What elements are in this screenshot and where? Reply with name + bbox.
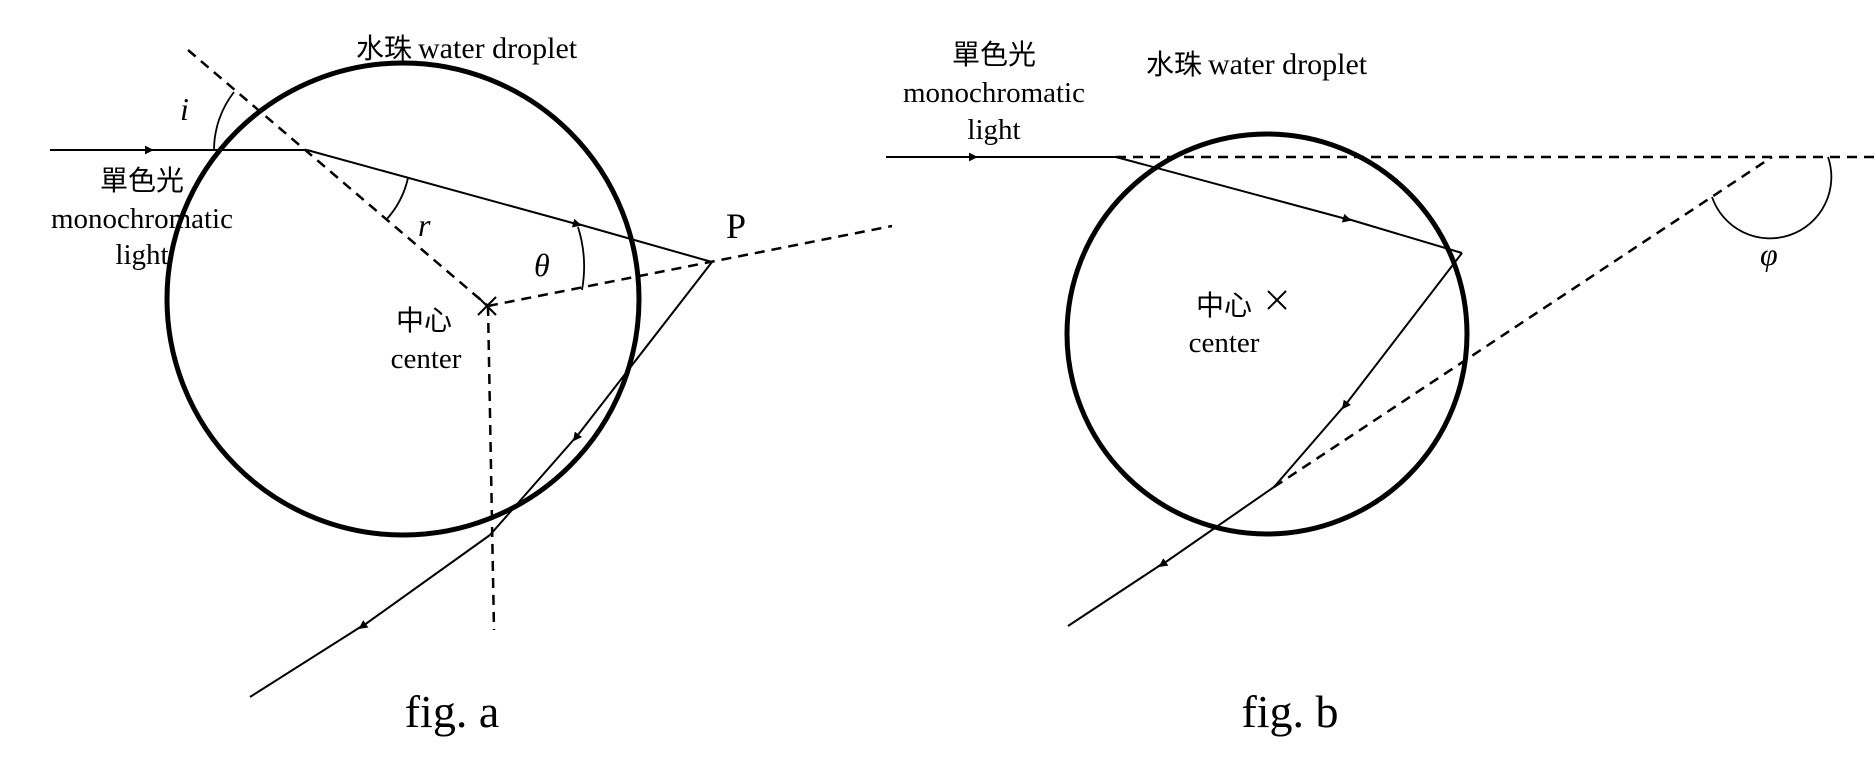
droplet-label-en-a: water droplet — [418, 32, 578, 65]
reflected-ray-b-tail — [1273, 404, 1346, 488]
refracted-ray-b-tail — [1347, 218, 1463, 254]
emerging-ray-b — [1158, 486, 1275, 568]
light-label-en1-b: monochromatic — [903, 77, 1085, 109]
normal-line-entry — [187, 49, 489, 307]
angle-label-i: i — [180, 91, 189, 127]
droplet-label-en-b: water droplet — [1208, 48, 1368, 81]
caption-b: fig. b — [1241, 686, 1338, 737]
center-label-cn-a: 中心 — [396, 304, 452, 337]
reflected-ray-a — [572, 261, 713, 442]
refracted-ray-b — [1115, 156, 1352, 223]
emerging-ray-a-tail — [249, 625, 363, 698]
reflected-ray-b — [1341, 252, 1463, 410]
normal-line-exit — [486, 305, 496, 631]
center-label-en-a: center — [391, 343, 462, 375]
reflected-ray-a-tail — [489, 436, 577, 536]
emerging-ray-b-tail — [1067, 563, 1163, 627]
angle-label-theta: θ — [534, 247, 550, 283]
droplet-circle-a — [164, 60, 642, 538]
emerging-extension-b — [1273, 155, 1773, 489]
refracted-ray-a — [306, 149, 582, 228]
angle-arc-theta — [577, 226, 585, 291]
point-label-p: P — [726, 206, 746, 246]
light-label-cn-b: 單色光 — [952, 38, 1036, 71]
light-label-en2-a: light — [115, 239, 168, 271]
center-cross-b — [1267, 290, 1287, 310]
droplet-label-cn-b: 水珠 — [1146, 48, 1202, 81]
center-label-cn-b: 中心 — [1196, 289, 1252, 322]
figure-a: 水珠 water droplet 單色光 monochromatic light… — [50, 32, 893, 737]
angle-arc-phi — [1711, 156, 1833, 240]
angle-arc-r — [385, 177, 409, 221]
refracted-ray-a-tail — [577, 223, 713, 263]
center-cross-a — [477, 296, 497, 316]
emerging-ray-a — [358, 534, 491, 630]
figure-b: 單色光 monochromatic light 水珠 water droplet… — [886, 38, 1876, 737]
droplet-circle-b — [1064, 131, 1470, 537]
light-label-en1-a: monochromatic — [51, 203, 233, 235]
center-label-en-b: center — [1189, 327, 1260, 359]
caption-a: fig. a — [405, 686, 500, 737]
angle-label-r: r — [418, 207, 431, 243]
normal-line-p — [487, 224, 893, 308]
angle-label-phi: φ — [1760, 236, 1778, 272]
droplet-label-cn-a: 水珠 — [356, 32, 412, 65]
light-label-en2-b: light — [967, 114, 1020, 146]
angle-arc-i — [213, 91, 235, 151]
light-label-cn-a: 單色光 — [100, 164, 184, 197]
